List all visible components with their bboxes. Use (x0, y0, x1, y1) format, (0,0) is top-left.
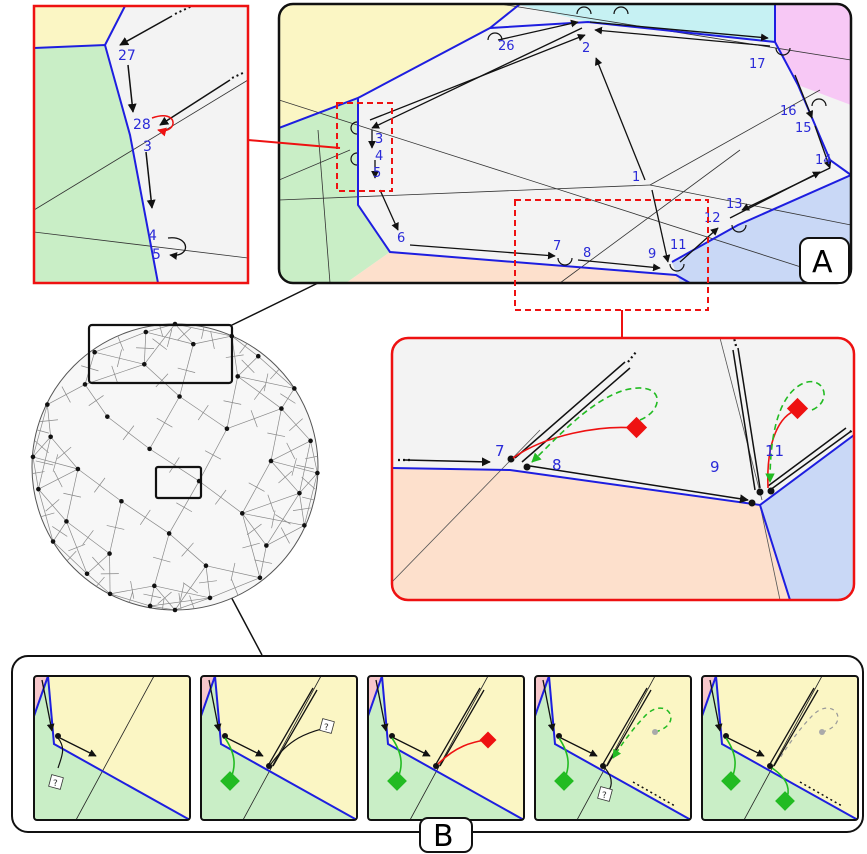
sphere-site-11 (166, 531, 172, 536)
panel-a-label: A (812, 245, 833, 280)
sphere-box-center (154, 465, 203, 500)
sphere (30, 282, 320, 656)
zoomR-num-8: 8 (552, 456, 562, 474)
unknown-marker: ? (53, 779, 58, 789)
sphere-site-8 (107, 551, 112, 556)
num-6: 6 (397, 231, 405, 246)
main-number-labels: 1 2 3 4 5 6 7 8 9 11 12 13 14 15 16 17 2… (373, 39, 832, 262)
sphere-site-35 (255, 353, 261, 359)
sphere-site-17 (36, 486, 41, 492)
sphere-site-4 (152, 583, 157, 589)
sphere-site-25 (48, 434, 53, 440)
sphere-site-26 (224, 426, 230, 432)
sphere-site-1 (147, 603, 153, 609)
sphere-site-16 (297, 490, 302, 496)
zoom-right-frame (390, 336, 856, 602)
num-15: 15 (795, 121, 812, 136)
panel-b-label-box (419, 817, 473, 853)
num-4: 4 (375, 149, 383, 164)
sphere-site-3 (107, 591, 113, 597)
num-7: 7 (553, 239, 561, 254)
sphere-site-2 (207, 595, 213, 601)
sphere-site-13 (64, 519, 69, 524)
zoomR-num-9: 9 (710, 458, 720, 476)
num-14: 14 (815, 153, 832, 168)
num-8: 8 (583, 246, 591, 261)
num-11: 11 (670, 238, 687, 253)
num-3: 3 (375, 132, 383, 147)
zoom-left: 27 28 3 4 5 (32, 4, 341, 285)
sphere-site-29 (45, 402, 50, 407)
sphere-site-15 (119, 498, 124, 504)
zoom-right: 7 8 9 11 (390, 310, 856, 602)
zoomL-num-27: 27 (118, 48, 136, 64)
num-1: 1 (632, 170, 640, 185)
sphere-site-21 (268, 458, 274, 464)
strip-frame-3 (368, 676, 524, 820)
sphere-site-22 (30, 454, 36, 460)
panel-b-label: B (433, 819, 454, 854)
sphere-site-33 (235, 374, 241, 379)
zoomL-num-4: 4 (148, 228, 157, 244)
sphere-site-6 (84, 571, 90, 577)
sphere-box-top (87, 323, 234, 385)
sphere-site-10 (50, 539, 56, 544)
unknown-marker: ? (324, 723, 329, 733)
sphere-site-14 (239, 511, 245, 516)
zoom-box-right (514, 199, 709, 311)
panel-a-label-box (799, 237, 850, 284)
strip-frame-2: ? (201, 676, 357, 820)
num-2: 2 (582, 41, 590, 56)
panel-b: ??? B (11, 655, 864, 854)
unknown-marker: ? (602, 791, 607, 801)
strip-frame-1: ? (34, 676, 190, 820)
panel-a: 1 2 3 4 5 6 7 8 9 11 12 13 14 15 16 17 2… (277, 2, 853, 311)
sphere-site-5 (257, 575, 263, 581)
zoomL-num-28: 28 (133, 117, 151, 133)
num-5: 5 (373, 166, 381, 181)
sphere-site-24 (308, 438, 313, 444)
sphere-site-19 (315, 470, 320, 476)
sphere-site-28 (279, 406, 284, 411)
zoomR-num-7: 7 (495, 442, 505, 460)
sphere-site-34 (141, 361, 147, 367)
zoom-left-frame (32, 4, 250, 285)
strip-frame-4: ? (535, 676, 691, 820)
sphere-site-32 (82, 382, 88, 387)
zoomR-num-11: 11 (765, 442, 784, 460)
sphere-site-30 (177, 394, 182, 399)
sphere-site-9 (264, 543, 269, 548)
strip-frame-5 (702, 676, 858, 820)
zoomL-num-3: 3 (143, 139, 152, 155)
zoomL-num-5: 5 (152, 247, 161, 263)
num-12: 12 (704, 211, 721, 226)
num-26: 26 (498, 39, 515, 54)
sphere-site-12 (302, 523, 307, 528)
num-16: 16 (780, 104, 797, 119)
sphere-site-27 (105, 414, 110, 419)
sphere-site-23 (147, 446, 152, 452)
sphere-site-0 (172, 607, 178, 613)
sphere-site-20 (75, 466, 81, 472)
num-17: 17 (749, 57, 766, 72)
sphere-site-39 (143, 329, 149, 335)
num-13: 13 (726, 197, 743, 212)
sphere-site-31 (292, 386, 297, 391)
sphere-site-37 (191, 341, 196, 347)
sphere-site-36 (92, 349, 97, 355)
num-9: 9 (648, 247, 656, 262)
sphere-site-7 (203, 563, 209, 568)
